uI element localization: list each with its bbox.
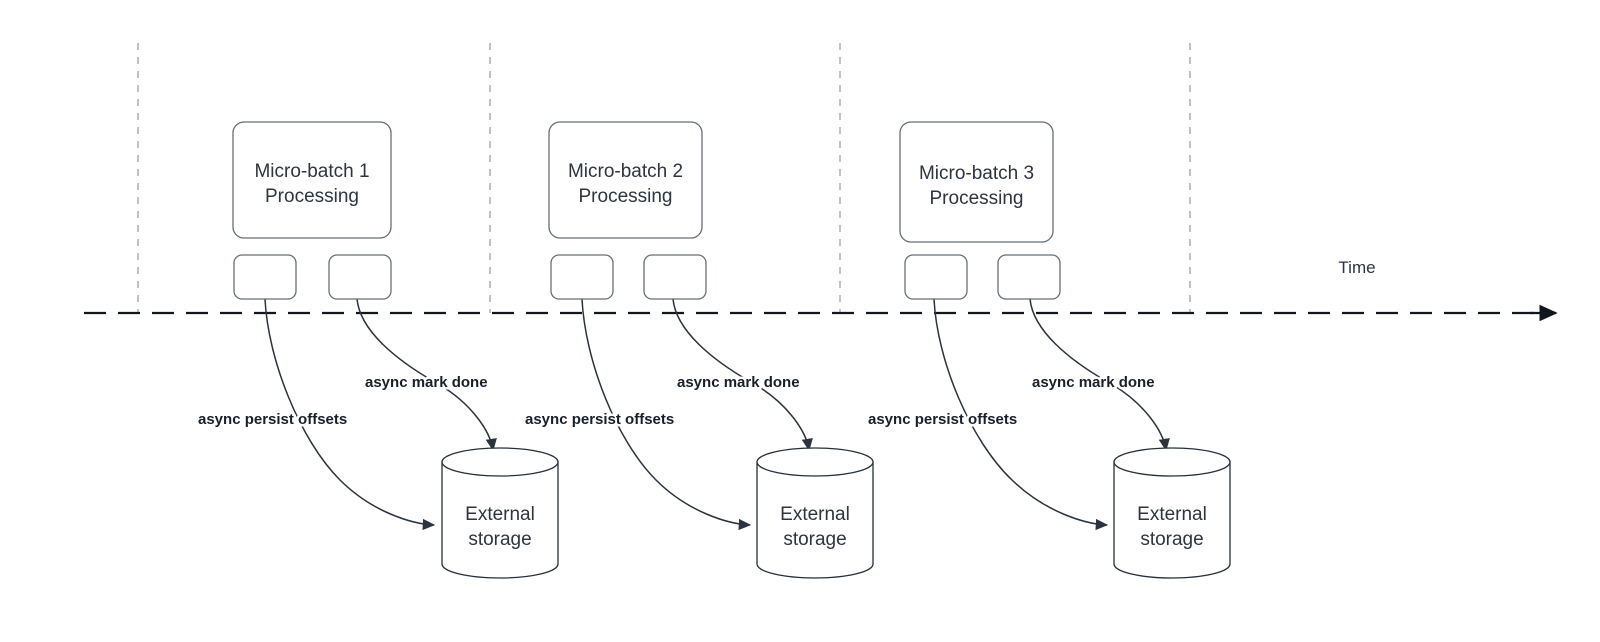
group-3-mark-done-task-box[interactable] <box>997 254 1061 300</box>
group-1-offset-task-box[interactable] <box>233 254 297 300</box>
group-1-persist-offsets-edge <box>264 298 436 531</box>
group-1-batch-box[interactable] <box>232 121 392 239</box>
group-2-mark-done-edge <box>672 298 813 452</box>
shapes-group <box>232 121 1231 579</box>
group-1-storage-label-line1: External <box>465 504 535 525</box>
time-axis-label: Time <box>1338 258 1375 277</box>
group-2-batch-box-label-line2: Processing <box>579 186 673 207</box>
group-3-mark-done-edge-label: async mark done <box>1032 374 1155 391</box>
group-1-batch-box-label-line1: Micro-batch 1 <box>254 161 369 182</box>
group-3-mark-done-edge-label-halo: async mark done <box>1032 374 1155 391</box>
group-2-mark-done-edge-label: async mark done <box>677 374 800 391</box>
group-2-mark-done-edge-label-halo: async mark done <box>677 374 800 391</box>
group-1-storage-cylinder-body[interactable] <box>441 461 559 579</box>
group-3-batch-box[interactable] <box>899 121 1054 243</box>
group-3-persist-offsets-edge <box>933 298 1109 531</box>
group-1-mark-done-edge-label: async mark done <box>365 374 488 391</box>
group-1-storage-cylinder-top <box>441 447 559 477</box>
group-2-persist-offsets-edge <box>581 298 752 531</box>
group-2-persist-offsets-edge-label: async persist offsets <box>525 411 674 428</box>
flow-curves-group <box>264 298 1170 531</box>
group-2-storage-cylinder-body[interactable] <box>756 461 874 579</box>
group-1-batch-box-label-line2: Processing <box>265 186 359 207</box>
group-2-offset-task-box[interactable] <box>550 254 614 300</box>
group-3-storage-label-line2: storage <box>1140 529 1203 550</box>
group-3-persist-offsets-edge-label-halo: async persist offsets <box>868 411 1017 428</box>
group-2-batch-box[interactable] <box>548 121 703 239</box>
group-2-persist-offsets-edge-label-halo: async persist offsets <box>525 411 674 428</box>
group-2-mark-done-task-box[interactable] <box>643 254 707 300</box>
group-2-batch-box-label-line1: Micro-batch 2 <box>568 161 683 182</box>
group-2-storage-label-line1: External <box>780 504 850 525</box>
group-3-storage-label-line1: External <box>1137 504 1207 525</box>
group-1-mark-done-edge <box>356 298 497 452</box>
group-2-storage-cylinder-top <box>756 447 874 477</box>
group-1-storage-label-line2: storage <box>468 529 531 550</box>
group-3-batch-box-label-line2: Processing <box>930 188 1024 209</box>
tick-lines-group <box>137 43 1191 313</box>
group-2-storage-label-line2: storage <box>783 529 846 550</box>
group-3-offset-task-box[interactable] <box>904 254 968 300</box>
group-1-persist-offsets-edge-label-halo: async persist offsets <box>198 411 347 428</box>
group-1-mark-done-task-box[interactable] <box>328 254 392 300</box>
group-3-batch-box-label-line1: Micro-batch 3 <box>919 163 1034 184</box>
group-1-persist-offsets-edge-label: async persist offsets <box>198 411 347 428</box>
group-3-storage-cylinder-top <box>1113 447 1231 477</box>
group-3-persist-offsets-edge-label: async persist offsets <box>868 411 1017 428</box>
group-3-mark-done-edge <box>1029 298 1170 452</box>
group-3-storage-cylinder-body[interactable] <box>1113 461 1231 579</box>
group-1-mark-done-edge-label-halo: async mark done <box>365 374 488 391</box>
